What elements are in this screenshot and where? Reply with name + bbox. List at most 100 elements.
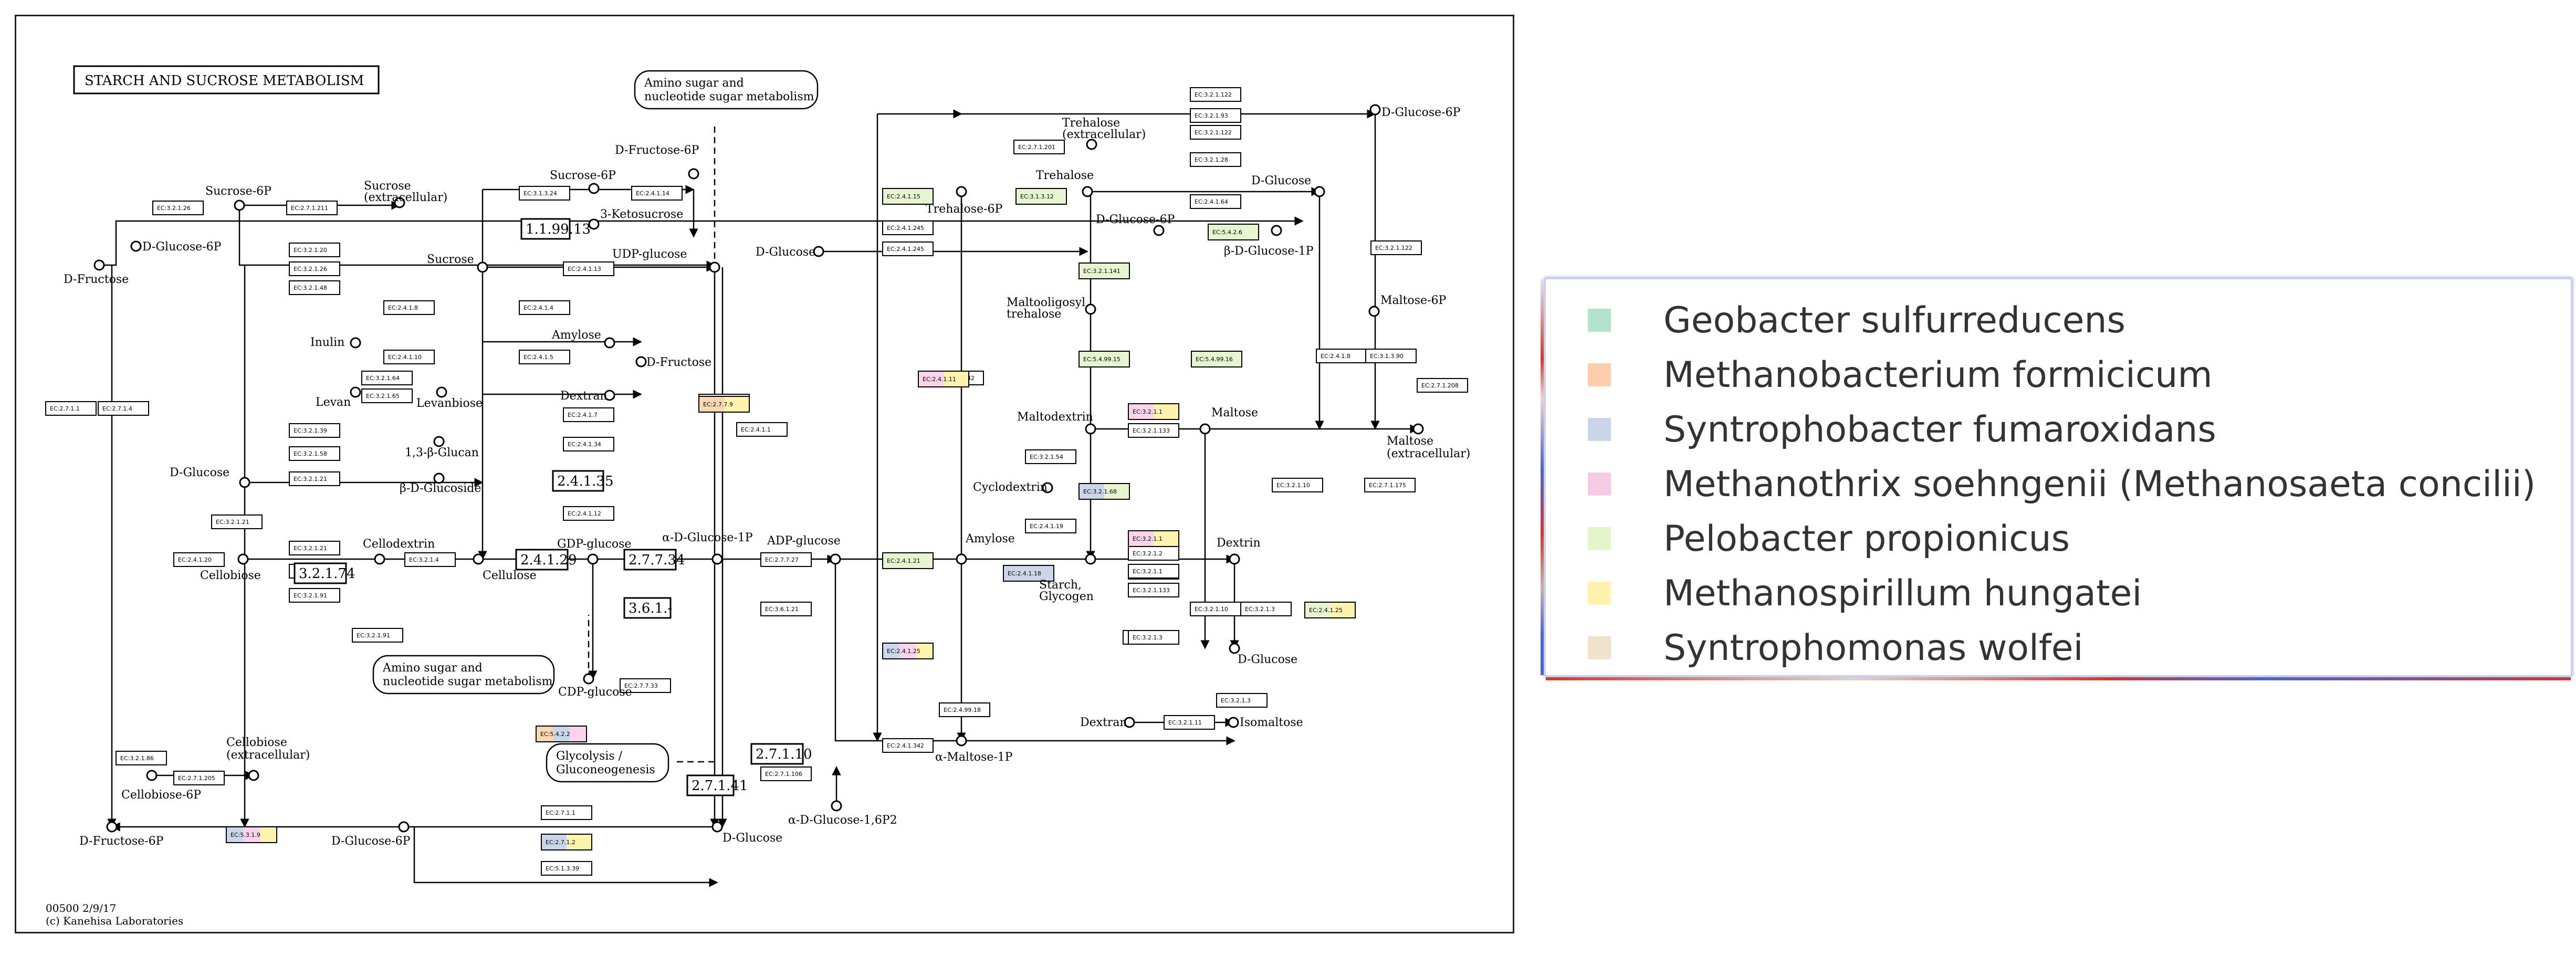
compound-cellobiose-mid[interactable]: Cellobiose [200,553,261,582]
compound-dextran-mid[interactable]: Dextran [560,390,615,403]
highlighted-enzyme-box[interactable]: EC:5.3.1.9 [226,826,277,843]
enzyme-box[interactable]: EC:3.2.1.58 [289,446,340,461]
enzyme-box[interactable]: EC:2.4.1.5 [519,350,570,364]
highlighted-enzyme-box[interactable]: EC:2.4.1.25 [1304,602,1356,618]
compound-sucrose-ext[interactable]: Sucrose [364,180,411,208]
enzyme-box[interactable]: EC:3.2.1.10 [1190,602,1241,616]
enzyme-box-ec-3-6-1[interactable]: 3.6.1.- [623,597,672,619]
enzyme-box[interactable]: EC:5.1.3.39 [541,861,592,876]
compound-maltose-ext2[interactable]: (extracellular) [1387,447,1470,460]
enzyme-box[interactable]: EC:2.4.1.1 [736,422,788,437]
highlighted-enzyme-box[interactable]: EC:3.2.1.1 [1128,530,1179,547]
compound-isomaltose[interactable]: Isomaltose [1228,716,1303,729]
compound-cdp-glucose[interactable]: CDP-glucose [558,673,632,699]
highlighted-enzyme-box[interactable]: EC:2.4.1.11 [918,371,969,387]
compound-maltose[interactable]: Maltose [1199,406,1258,435]
enzyme-box[interactable]: EC:3.2.1.26 [289,261,340,276]
enzyme-box[interactable]: EC:3.1.3.24 [519,186,570,201]
enzyme-box-ec-1-1-99-13[interactable]: 1.1.99.13 [520,218,591,240]
compound-sucrose-ext2[interactable]: (extracellular) [364,191,447,204]
compound-dextrin[interactable]: Dextrin [1217,537,1261,565]
highlighted-enzyme-box[interactable]: EC:5.4.2.6 [1208,224,1259,240]
enzyme-box[interactable]: EC:3.2.1.39 [289,423,340,438]
compound-maltooligosyl2[interactable]: trehalose [1007,308,1061,321]
enzyme-box[interactable]: EC:3.2.1.1 [1128,564,1179,579]
compound-cellodextrin[interactable]: Cellodextrin [363,538,435,565]
compound-adp-glucose[interactable]: ADP-glucose [767,534,841,565]
compound-cellobiose-ext2[interactable]: (extracellular) [226,749,310,762]
enzyme-box-ec-2-7-7-34[interactable]: 2.7.7.34 [623,549,685,571]
highlighted-enzyme-box[interactable]: EC:2.7.1.2 [541,834,592,850]
enzyme-box[interactable]: EC:3.2.1.122 [1190,125,1241,140]
enzyme-box[interactable]: EC:3.2.1.21 [211,514,263,529]
enzyme-box[interactable]: EC:3.2.1.3 [1128,630,1179,645]
enzyme-box[interactable]: EC:3.2.1.133 [1128,583,1179,597]
compound-dglucose-bottom[interactable]: D-Glucose [711,821,782,845]
compound-dfructose-left[interactable]: D-Fructose [64,259,129,286]
highlighted-enzyme-box[interactable]: EC:5.4.99.15 [1078,351,1130,367]
compound-alpha-maltose1p[interactable]: α-Maltose-1P [935,735,1013,764]
enzyme-box[interactable]: EC:3.2.1.2 [1128,546,1179,561]
compound-maltose6p[interactable]: Maltose-6P [1368,294,1447,317]
compound-dfructose-mid[interactable]: D-Fructose [635,356,711,369]
enzyme-box[interactable]: EC:2.4.1.8 [1316,349,1367,363]
compound-trehalose6p[interactable]: Trehalose-6P [926,186,1003,216]
enzyme-box[interactable]: EC:3.2.1.20 [289,243,340,257]
compound-maltose-ext[interactable]: Maltose [1387,423,1433,448]
enzyme-box[interactable]: EC:2.4.1.342 [882,738,934,753]
compound-dextran-right[interactable]: Dextran [1080,716,1135,729]
enzyme-box[interactable]: EC:3.2.1.122 [1190,87,1241,102]
enzyme-box-ec-2-4-1-29[interactable]: 2.4.1.29 [515,549,577,571]
enzyme-box[interactable]: EC:2.4.1.245 [882,241,934,256]
enzyme-box[interactable]: EC:3.2.1.86 [116,751,167,765]
enzyme-box[interactable]: EC:3.2.1.28 [1190,152,1241,167]
enzyme-box[interactable]: EC:2.4.1.19 [1025,519,1076,533]
compound-beta-glucoside[interactable]: β-D-Glucoside [400,472,481,495]
highlighted-enzyme-box[interactable]: EC:3.2.1.68 [1078,483,1130,500]
compound-levan[interactable]: Levan [316,386,361,409]
highlighted-enzyme-box[interactable]: EC:2.7.7.9 [698,396,750,413]
compound-sucrose6p-left[interactable]: Sucrose-6P [205,185,271,211]
enzyme-box[interactable]: EC:2.4.99.18 [939,702,990,717]
compound-amylose-right[interactable]: Amylose [956,532,1015,565]
enzyme-box[interactable]: EC:2.4.1.4 [519,300,570,315]
compound-cellobiose-ext[interactable]: Cellobiose [226,736,287,781]
pathway-link-glycolysis[interactable]: Glycolysis /Gluconeogenesis [546,743,669,783]
enzyme-box[interactable]: EC:2.4.1.64 [1190,194,1241,209]
compound-trehalose-ext2[interactable]: (extracellular) [1062,128,1146,141]
compound-dglucose6p-bottom[interactable]: D-Glucose-6P [331,821,411,848]
enzyme-box[interactable]: EC:3.2.1.93 [1190,108,1241,123]
highlighted-enzyme-box[interactable]: EC:5.4.99.16 [1191,351,1242,367]
compound-maltooligosyl[interactable]: Maltooligosyl [1007,296,1096,315]
enzyme-box[interactable]: EC:3.1.3.90 [1365,349,1417,363]
compound-alpha-glucose1p[interactable]: α-D-Glucose-1P [662,531,753,565]
compound-dfructose6p-bottom[interactable]: D-Fructose-6P [79,821,164,848]
enzyme-box[interactable]: EC:3.2.1.133 [1128,423,1179,438]
highlighted-enzyme-box[interactable]: EC:3.2.1.141 [1078,262,1130,279]
highlighted-enzyme-box[interactable]: EC:2.4.1.15 [882,188,934,205]
enzyme-box[interactable]: EC:3.2.1.21 [289,471,340,486]
compound-sucrose6p-mid[interactable]: Sucrose-6P [550,169,616,194]
enzyme-box[interactable]: EC:2.4.1.14 [631,186,683,201]
enzyme-box[interactable]: EC:2.4.1.12 [563,506,614,521]
enzyme-box[interactable]: EC:3.2.1.64 [361,371,413,385]
compound-dglucose-right[interactable]: D-Glucose [1251,174,1325,197]
compound-gdp-glucose[interactable]: GDP-glucose [557,538,631,565]
highlighted-enzyme-box[interactable]: EC:5.4.2.2 [536,726,587,742]
compound-cyclodextrin[interactable]: Cyclodextrin [973,481,1053,494]
enzyme-box[interactable]: EC:3.2.1.65 [361,388,413,403]
enzyme-box[interactable]: EC:2.7.7.33 [620,678,671,693]
enzyme-box[interactable]: EC:2.7.1.106 [760,766,812,781]
enzyme-box[interactable]: EC:2.7.1.208 [1417,378,1468,393]
enzyme-box[interactable]: EC:3.2.1.4 [404,552,456,567]
enzyme-box[interactable]: EC:2.7.7.27 [760,552,812,567]
enzyme-box[interactable]: EC:2.4.1.7 [563,407,614,422]
enzyme-box[interactable]: EC:2.7.1.4 [98,401,149,416]
enzyme-box[interactable]: EC:3.2.1.54 [1025,449,1076,464]
compound-maltodextrin[interactable]: Maltodextrin [1017,411,1096,435]
enzyme-box[interactable]: EC:3.2.1.48 [289,280,340,295]
compound-inulin[interactable]: Inulin [310,336,361,349]
compound-dglucose-lower[interactable]: D-Glucose [1229,643,1297,666]
